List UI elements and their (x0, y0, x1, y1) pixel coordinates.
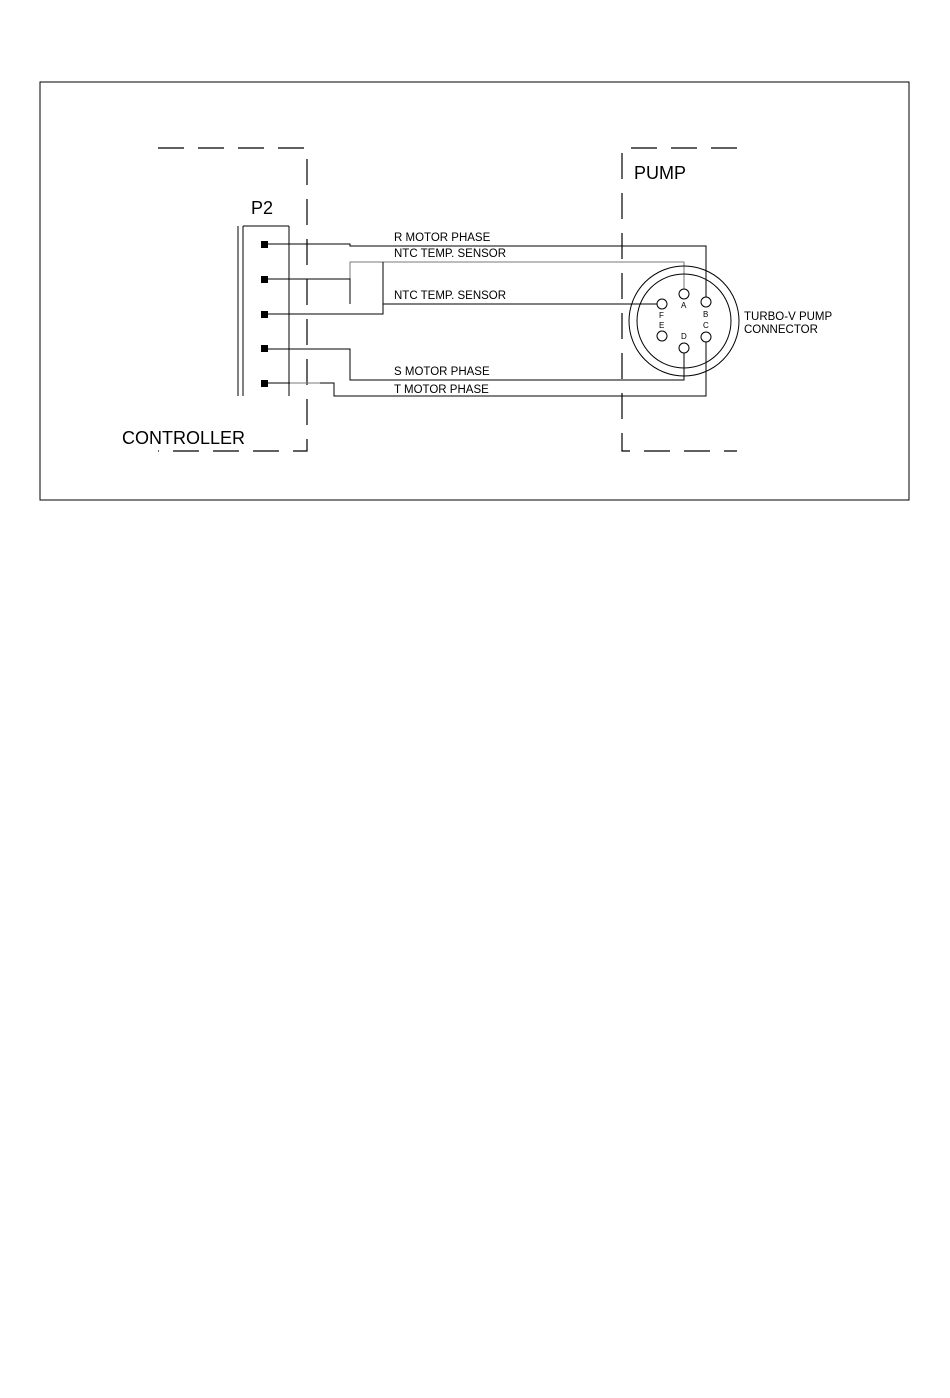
connector-pin-b (701, 297, 711, 307)
connector-pin-a (679, 289, 689, 299)
p2-pin-2 (261, 276, 268, 283)
pin-label-b: B (703, 310, 708, 319)
connector-pin-c (701, 332, 711, 342)
p2-connector (238, 226, 289, 396)
wire-ntc-link (268, 279, 350, 304)
wire-label-r-motor-phase: R MOTOR PHASE (394, 232, 491, 244)
pump-label: PUMP (634, 163, 686, 183)
connector-caption-line1: TURBO-V PUMP (744, 311, 833, 323)
controller-label: CONTROLLER (122, 428, 245, 448)
controller-boundary (158, 148, 307, 451)
pin-label-a: A (681, 301, 687, 310)
connector-pin-e (657, 331, 667, 341)
connector-pin-d (679, 343, 689, 353)
wire-ntc-sensor-2 (268, 304, 662, 314)
p2-pin-5 (261, 380, 268, 387)
pin-label-c: C (703, 321, 709, 330)
p2-pin-1 (261, 241, 268, 248)
connector-pin-f (657, 299, 667, 309)
pump-boundary (622, 148, 737, 451)
p2-pin-4 (261, 345, 268, 352)
pin-label-e: E (659, 321, 664, 330)
wire-label-s-motor-phase: S MOTOR PHASE (394, 366, 490, 378)
wire-label-ntc-sensor-1: NTC TEMP. SENSOR (394, 248, 506, 260)
p2-label: P2 (251, 198, 273, 218)
wire-label-ntc-sensor-2: NTC TEMP. SENSOR (394, 290, 506, 302)
wire-label-t-motor-phase: T MOTOR PHASE (394, 384, 489, 396)
p2-pin-3 (261, 311, 268, 318)
pin-label-f: F (659, 311, 664, 320)
pin-label-d: D (681, 332, 687, 341)
connector-caption-line2: CONNECTOR (744, 324, 818, 336)
